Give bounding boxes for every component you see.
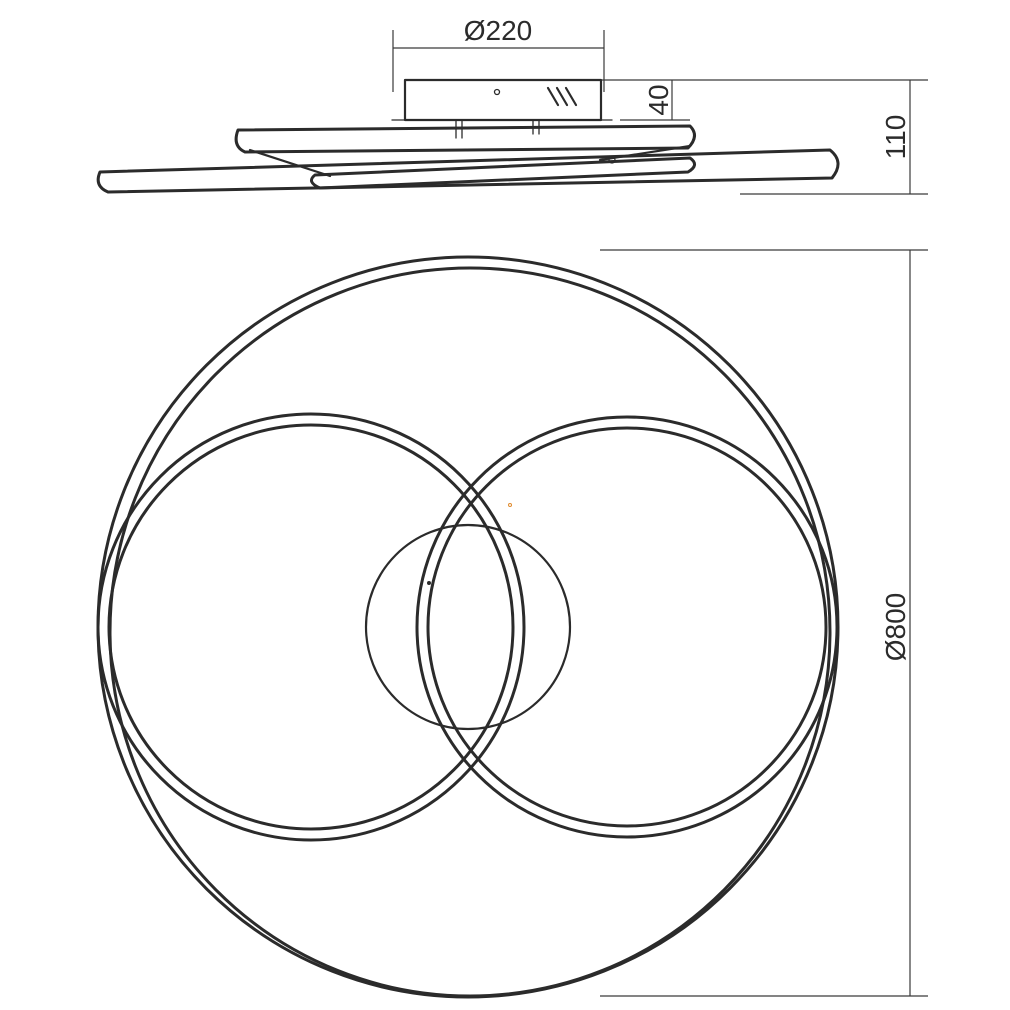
dimension-total-height: 110: [740, 80, 928, 195]
canopy-height-label: 40: [643, 84, 674, 115]
large-ring-side: [96, 148, 840, 194]
dimension-overall-diameter: Ø800: [600, 249, 928, 997]
canopy-disc: [364, 523, 572, 731]
canopy-screw: [493, 88, 501, 96]
right-ring-inner-edge: [426, 426, 828, 828]
dimension-canopy-diameter: Ø220: [392, 15, 605, 92]
right-ring-outer-edge: [415, 415, 839, 839]
top-view: [96, 255, 840, 999]
side-view: [96, 78, 840, 194]
lower-ring-side: [310, 156, 696, 190]
canopy-box: [403, 78, 603, 122]
outer-ring-inner-edge: [108, 266, 832, 998]
ring-overlap-line: [248, 148, 332, 178]
orange-dot: [508, 503, 512, 507]
overall-diameter-label: Ø800: [880, 593, 911, 662]
ring-overlap-line-2: [598, 144, 692, 162]
side-led-marker: [608, 156, 616, 164]
dimension-canopy-height: 40: [602, 79, 928, 121]
upper-ring-side: [234, 124, 696, 154]
left-ring-outer-edge: [96, 412, 526, 842]
top-led-marker: [427, 581, 431, 585]
canopy-diameter-label: Ø220: [464, 15, 533, 46]
canopy-vent-slots: [546, 86, 578, 107]
total-height-label: 110: [880, 115, 911, 160]
left-ring-inner-edge: [107, 423, 515, 831]
